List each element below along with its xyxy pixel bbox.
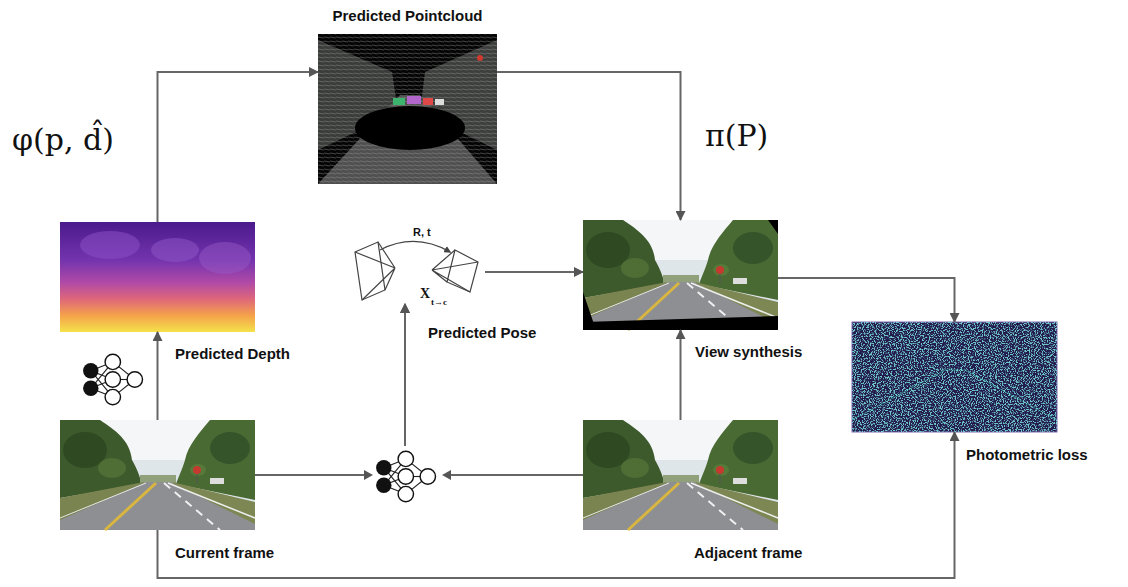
- road-frames: [60, 220, 778, 530]
- image-caption: Predicted Depth: [175, 345, 290, 362]
- loss-panel: Photometric loss: [852, 322, 1057, 432]
- flow-arrow: [680, 330, 682, 420]
- image-caption: Adjacent frame: [694, 544, 802, 561]
- image-caption: Predicted Pose: [428, 324, 536, 341]
- pointcloud-image: [318, 34, 497, 184]
- flow-arrow: [497, 72, 681, 220]
- depth-panel: Predicted Depth: [60, 222, 255, 332]
- neural-network-icon: [83, 354, 451, 502]
- synthesis-panel: View synthesis: [583, 220, 778, 330]
- flow-arrow: [157, 332, 159, 420]
- motion-label: R, t: [413, 226, 431, 239]
- pose-subscript: t→c: [431, 297, 447, 307]
- image-caption: Current frame: [175, 544, 274, 561]
- frame-panel: Adjacent frame: [583, 420, 778, 530]
- image-caption: View synthesis: [695, 343, 802, 360]
- image-caption: Predicted Pointcloud: [332, 7, 482, 24]
- flow-arrow: [255, 304, 405, 475]
- flow-arrow: [158, 432, 955, 578]
- photometric-image: [852, 322, 1057, 432]
- pose-icon: R, tXt→cPredicted Pose: [345, 226, 485, 304]
- flow-arrow: [778, 278, 955, 322]
- frame-panel: Current frame: [60, 420, 255, 530]
- pose-cameras: [355, 241, 478, 300]
- edge-label: φ(p, d̂): [12, 122, 114, 158]
- pose-symbol: X: [420, 286, 430, 302]
- depth-map: [60, 222, 255, 332]
- flow-arrow: [485, 271, 583, 273]
- pointcloud-panel: Predicted Pointcloud: [318, 34, 497, 184]
- flow-arrow: [405, 304, 583, 475]
- image-caption: Photometric loss: [966, 446, 1088, 463]
- flow-arrow: [158, 72, 319, 222]
- edge-label: π(P): [705, 118, 768, 154]
